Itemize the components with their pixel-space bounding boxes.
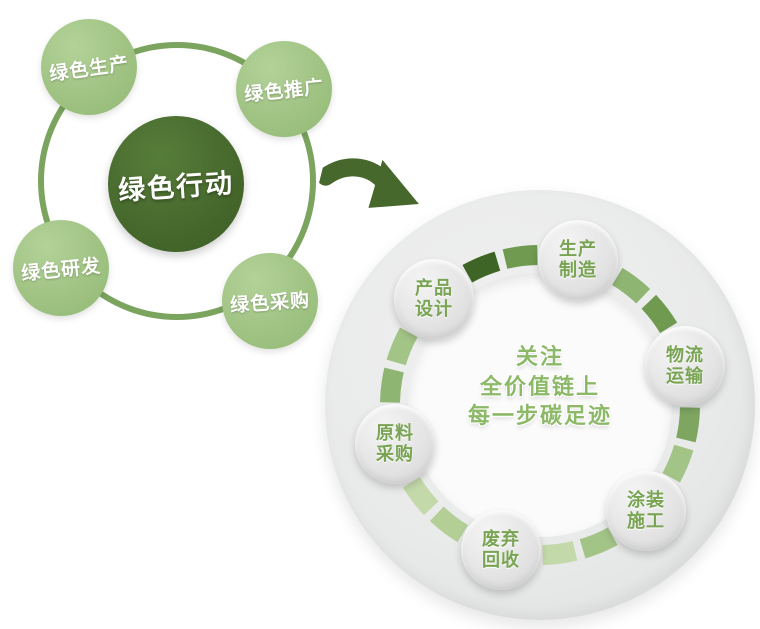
satellite-green-procurement: 绿色采购 bbox=[222, 253, 318, 349]
satellite-label: 绿色推广 bbox=[243, 76, 326, 106]
node-label: 废弃 回收 bbox=[482, 529, 520, 570]
lifecycle-donut: 生产 制造 物流 运输 涂装 施工 废弃 回收 原料 采购 产品 设计 关注 全… bbox=[325, 190, 755, 620]
lifecycle-center-text: 关注 全价值链上 每一步碳足迹 bbox=[467, 344, 612, 429]
node-label: 原料 采购 bbox=[376, 423, 414, 464]
orbit-ring bbox=[38, 42, 316, 320]
node-coating-construction: 涂装 施工 bbox=[606, 471, 686, 551]
node-production-manufacturing: 生产 制造 bbox=[538, 220, 618, 300]
satellite-label: 绿色采购 bbox=[229, 289, 311, 317]
satellite-green-production: 绿色生产 bbox=[41, 19, 137, 115]
transition-arrow-icon bbox=[310, 141, 432, 247]
node-label: 生产 制造 bbox=[559, 239, 597, 280]
satellite-label: 绿色生产 bbox=[48, 53, 131, 85]
satellite-green-promotion: 绿色推广 bbox=[236, 41, 332, 137]
hub-label: 绿色行动 bbox=[117, 167, 236, 206]
satellite-label: 绿色研发 bbox=[20, 255, 103, 285]
hub-green-action: 绿色行动 bbox=[108, 116, 244, 252]
satellite-green-rnd: 绿色研发 bbox=[13, 220, 109, 316]
node-logistics-transport: 物流 运输 bbox=[645, 326, 725, 406]
node-label: 涂装 施工 bbox=[627, 490, 665, 531]
node-label: 产品 设计 bbox=[415, 278, 453, 319]
node-product-design: 产品 设计 bbox=[394, 259, 474, 339]
node-raw-material-procurement: 原料 采购 bbox=[355, 404, 435, 484]
node-waste-recycling: 废弃 回收 bbox=[461, 510, 541, 590]
node-label: 物流 运输 bbox=[666, 345, 704, 386]
lifecycle-segments bbox=[380, 245, 700, 565]
